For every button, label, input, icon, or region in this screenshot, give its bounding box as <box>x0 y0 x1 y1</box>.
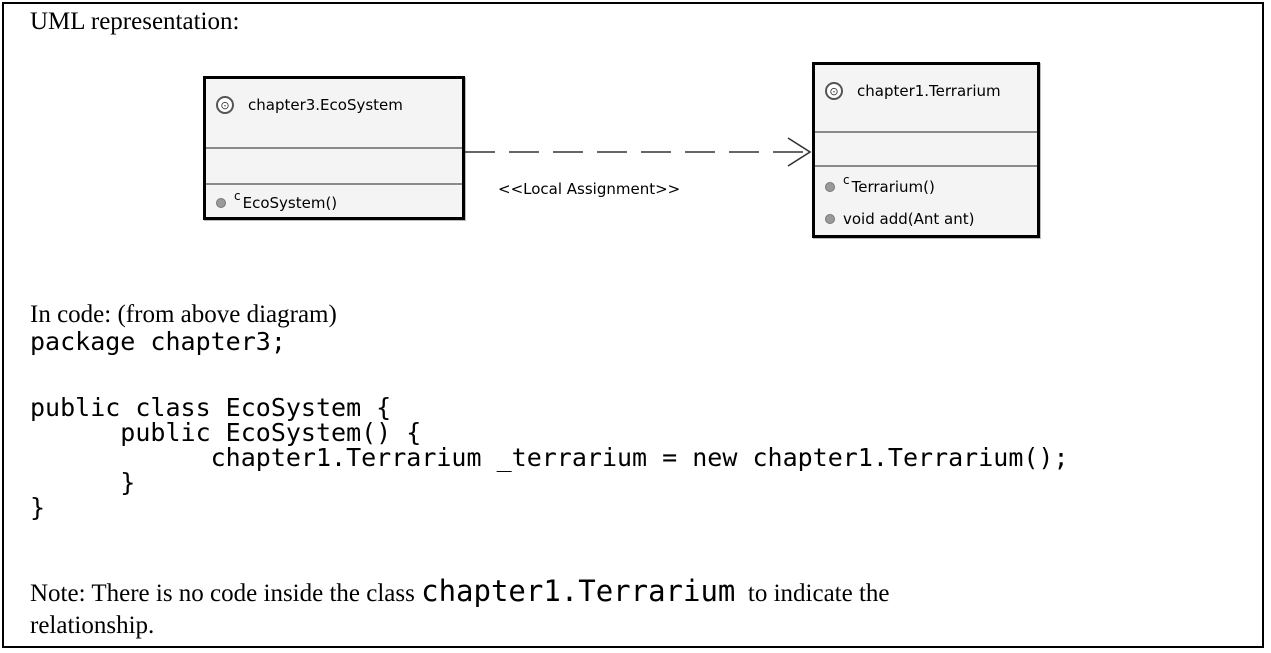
class-icon: ⊙ <box>825 82 843 100</box>
note-prefix: Note: There is no code inside the class <box>30 580 422 607</box>
class-divider <box>206 183 462 185</box>
class-header-ecosystem: ⊙ chapter3.EcoSystem <box>206 79 462 131</box>
method-terrarium-constructor: c Terrarium() <box>825 173 935 201</box>
relationship-label: <<Local Assignment>> <box>498 180 681 198</box>
public-method-icon <box>216 198 226 208</box>
note-line-1: Note: There is no code inside the class … <box>30 574 890 608</box>
method-name: EcoSystem() <box>242 194 338 212</box>
note-suffix: to indicate the <box>735 580 890 607</box>
method-ecosystem-constructor: c EcoSystem() <box>216 189 337 217</box>
constructor-marker: c <box>234 189 241 203</box>
class-divider <box>815 165 1037 167</box>
code-line: public EcoSystem() { <box>30 418 422 447</box>
code-line: chapter1.Terrarium _terrarium = new chap… <box>30 443 1069 472</box>
public-method-icon <box>825 214 835 224</box>
public-method-icon <box>825 182 835 192</box>
class-name-ecosystem: chapter3.EcoSystem <box>248 96 403 114</box>
code-line: } <box>30 493 46 522</box>
note-class-name: chapter1.Terrarium <box>421 574 736 608</box>
code-intro: In code: (from above diagram) <box>30 301 337 328</box>
class-header-terrarium: ⊙ chapter1.Terrarium <box>815 65 1037 117</box>
code-line: public class EcoSystem { <box>30 393 392 422</box>
class-name-terrarium: chapter1.Terrarium <box>857 82 1001 100</box>
uml-heading: UML representation: <box>30 8 240 35</box>
class-box-ecosystem: ⊙ chapter3.EcoSystem c EcoSystem() <box>203 76 465 220</box>
method-terrarium-add: void add(Ant ant) <box>825 205 974 233</box>
method-name: Terrarium() <box>851 178 935 196</box>
method-name: void add(Ant ant) <box>843 210 975 228</box>
class-divider <box>206 147 462 149</box>
constructor-marker: c <box>843 173 850 187</box>
code-line: package chapter3; <box>30 327 286 356</box>
class-box-terrarium: ⊙ chapter1.Terrarium c Terrarium() void … <box>812 62 1040 238</box>
code-line: } <box>30 468 136 497</box>
class-divider <box>815 131 1037 133</box>
class-icon: ⊙ <box>216 96 234 114</box>
note-line-2: relationship. <box>30 612 155 639</box>
